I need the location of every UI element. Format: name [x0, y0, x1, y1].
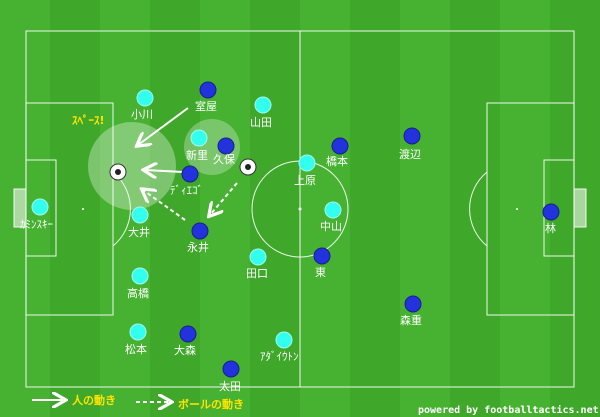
player-name: 大森 — [174, 343, 196, 357]
player-marker: 太田 — [219, 360, 241, 393]
player-marker: 松本 — [125, 323, 147, 356]
player-marker: 永井 — [187, 222, 209, 254]
player-name: ｶﾐﾝｽｷｰ — [20, 218, 53, 231]
player-name: 小川 — [131, 108, 153, 121]
team-a-player-icon — [324, 201, 342, 219]
player-name: ｱﾀﾞｲｳﾄﾝ — [260, 350, 299, 363]
space-zone — [88, 122, 176, 210]
player-marker: 林 — [542, 203, 560, 235]
team-b-player-icon — [542, 203, 560, 221]
team-b-player-icon — [191, 222, 209, 240]
player-marker: ｱﾀﾞｲｳﾄﾝ — [260, 331, 299, 363]
team-a-player-icon — [254, 96, 272, 114]
player-marker: ｶﾐﾝｽｷｰ — [20, 198, 53, 231]
ball-icon — [239, 158, 257, 176]
player-name: 松本 — [125, 342, 147, 356]
player-name: ﾃﾞｨｴｺﾞ — [170, 184, 203, 197]
team-b-player-icon — [404, 295, 422, 313]
player-marker: 小川 — [131, 89, 154, 121]
team-a-player-icon — [31, 198, 49, 216]
team-a-player-icon — [249, 248, 267, 266]
team-b-player-icon — [331, 137, 349, 155]
player-marker: 山田 — [250, 96, 272, 129]
left-penalty-spot — [82, 208, 84, 210]
player-marker: 大森 — [174, 325, 197, 357]
player-name: 田口 — [246, 267, 268, 280]
team-b-player-icon — [217, 137, 235, 155]
player-name: 太田 — [219, 380, 241, 393]
legend-ball-move: ボールの動き — [178, 397, 244, 411]
person-move-arrow — [145, 170, 184, 172]
player-marker: ﾃﾞｨｴｺﾞ — [170, 165, 203, 197]
right-penalty-spot — [516, 208, 518, 210]
player-name: 大井 — [128, 225, 150, 239]
movement-arrows — [138, 107, 238, 221]
player-marker: 久保 — [213, 137, 235, 166]
player-marker: 橋本 — [326, 137, 349, 168]
player-marker: 田口 — [246, 248, 268, 280]
player-marker: 高橋 — [127, 267, 149, 300]
legend-person-move: 人の動き — [72, 393, 116, 407]
space-annotation: ｽﾍﾟｰｽ! — [72, 113, 105, 127]
ball-move-arrow — [143, 190, 186, 221]
player-marker: 中山 — [320, 201, 342, 233]
player-name: 新里 — [186, 148, 208, 162]
team-a-player-icon — [190, 129, 208, 147]
team-b-player-icon — [313, 247, 331, 265]
team-a-player-icon — [298, 154, 316, 172]
center-spot — [298, 207, 302, 211]
player-marker: 東 — [313, 247, 331, 279]
player-name: 永井 — [187, 240, 209, 254]
player-name: 橋本 — [326, 154, 348, 168]
player-name: 高橋 — [127, 286, 149, 300]
player-marker: 新里 — [186, 129, 208, 162]
person-move-arrow — [138, 107, 189, 145]
team-b-player-icon — [179, 325, 197, 343]
team-a-player-icon — [131, 206, 149, 224]
credit-text: powered by footballtactics.net — [418, 404, 599, 416]
player-name: 久保 — [213, 152, 235, 166]
player-name: 山田 — [250, 116, 272, 129]
team-a-player-icon — [129, 323, 147, 341]
ball-icon — [109, 163, 127, 181]
team-b-player-icon — [199, 81, 217, 99]
team-b-player-icon — [181, 165, 199, 183]
team-a-player-icon — [131, 267, 149, 285]
player-name: 室屋 — [195, 99, 217, 113]
player-name: 上原 — [294, 174, 316, 187]
player-marker: 森重 — [400, 295, 422, 327]
player-name: 渡辺 — [399, 147, 421, 161]
player-marker: 大井 — [128, 206, 150, 239]
team-b-player-icon — [403, 127, 421, 145]
player-marker: 渡辺 — [399, 127, 421, 161]
player-name: 森重 — [400, 313, 422, 327]
player-name: 中山 — [320, 220, 342, 233]
player-marker: 上原 — [294, 154, 316, 187]
player-name: 林 — [545, 221, 556, 235]
player-marker: 室屋 — [195, 81, 217, 113]
legend: 人の動き ボールの動き — [32, 393, 244, 411]
team-b-player-icon — [222, 360, 240, 378]
player-name: 東 — [315, 266, 326, 279]
team-a-player-icon — [275, 331, 293, 349]
players: 小川 室屋山田新里久保 ﾃﾞｨｴｺﾞ ｶﾐﾝｽｷｰ 大井永井田口 上原橋本中山 渡辺林東高橋… — [20, 81, 560, 393]
team-a-player-icon — [136, 89, 154, 107]
